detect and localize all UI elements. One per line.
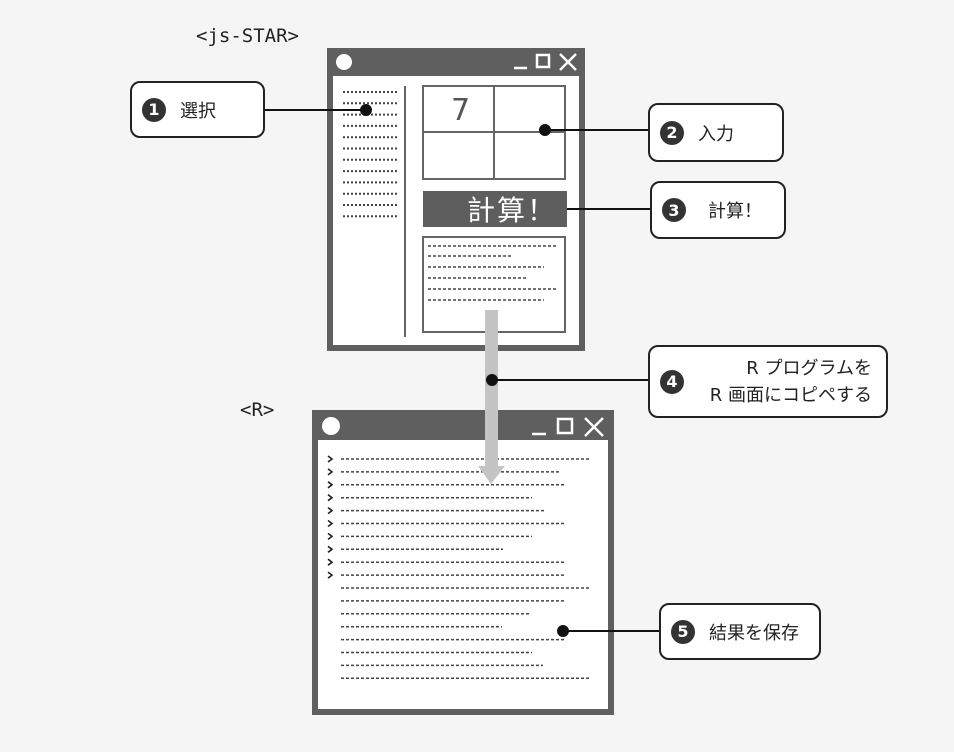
r-label: <R> bbox=[240, 399, 275, 421]
step-badge: 4 bbox=[660, 369, 684, 394]
input-cell-value[interactable]: 7 bbox=[451, 93, 471, 128]
prompt-chevron-icon bbox=[327, 468, 334, 476]
window-circle-icon bbox=[336, 54, 352, 70]
callout-text: R プログラムを R 画面にコピペする bbox=[710, 355, 872, 409]
prompt-chevron-icon bbox=[327, 571, 334, 579]
callout-line: R プログラムを bbox=[746, 357, 872, 379]
jsstar-label: <js-STAR> bbox=[196, 25, 299, 47]
callout-input: 2 入力 bbox=[648, 103, 784, 162]
r-console-lines bbox=[327, 455, 590, 680]
maximize-icon bbox=[535, 53, 551, 69]
copy-arrow bbox=[478, 310, 505, 484]
step-badge: 1 bbox=[142, 97, 166, 122]
callout-copy: 4 R プログラムを R 画面にコピペする bbox=[648, 345, 888, 418]
prompt-chevron-icon bbox=[327, 558, 334, 566]
callout-text: 計算！ bbox=[708, 201, 762, 222]
step-badge: 3 bbox=[662, 198, 686, 222]
callout-text: 入力 bbox=[698, 123, 734, 145]
prompt-chevron-icon bbox=[327, 494, 334, 502]
callout-select: 1 選択 bbox=[130, 81, 265, 138]
window-circle-icon bbox=[322, 417, 340, 435]
callout-text: 結果を保存 bbox=[709, 622, 799, 644]
sidebar-list bbox=[343, 91, 398, 218]
prompt-chevron-icon bbox=[327, 532, 334, 541]
step-badge: 2 bbox=[660, 120, 684, 145]
step-badge: 5 bbox=[671, 619, 695, 644]
callout-save: 5 結果を保存 bbox=[659, 603, 821, 660]
callout-line: R 画面にコピペする bbox=[709, 384, 872, 406]
prompt-chevron-icon bbox=[327, 455, 334, 463]
prompt-chevron-icon bbox=[327, 545, 334, 553]
callout-text: 選択 bbox=[180, 100, 216, 122]
maximize-icon bbox=[556, 417, 574, 435]
calc-button[interactable]: 計算！ bbox=[423, 191, 567, 227]
callout-calc: 3 計算！ bbox=[650, 181, 786, 239]
prompt-chevron-icon bbox=[327, 506, 334, 515]
r-window bbox=[312, 410, 614, 715]
prompt-chevron-icon bbox=[327, 481, 334, 489]
output-lines bbox=[428, 245, 556, 301]
prompt-chevron-icon bbox=[327, 519, 334, 528]
